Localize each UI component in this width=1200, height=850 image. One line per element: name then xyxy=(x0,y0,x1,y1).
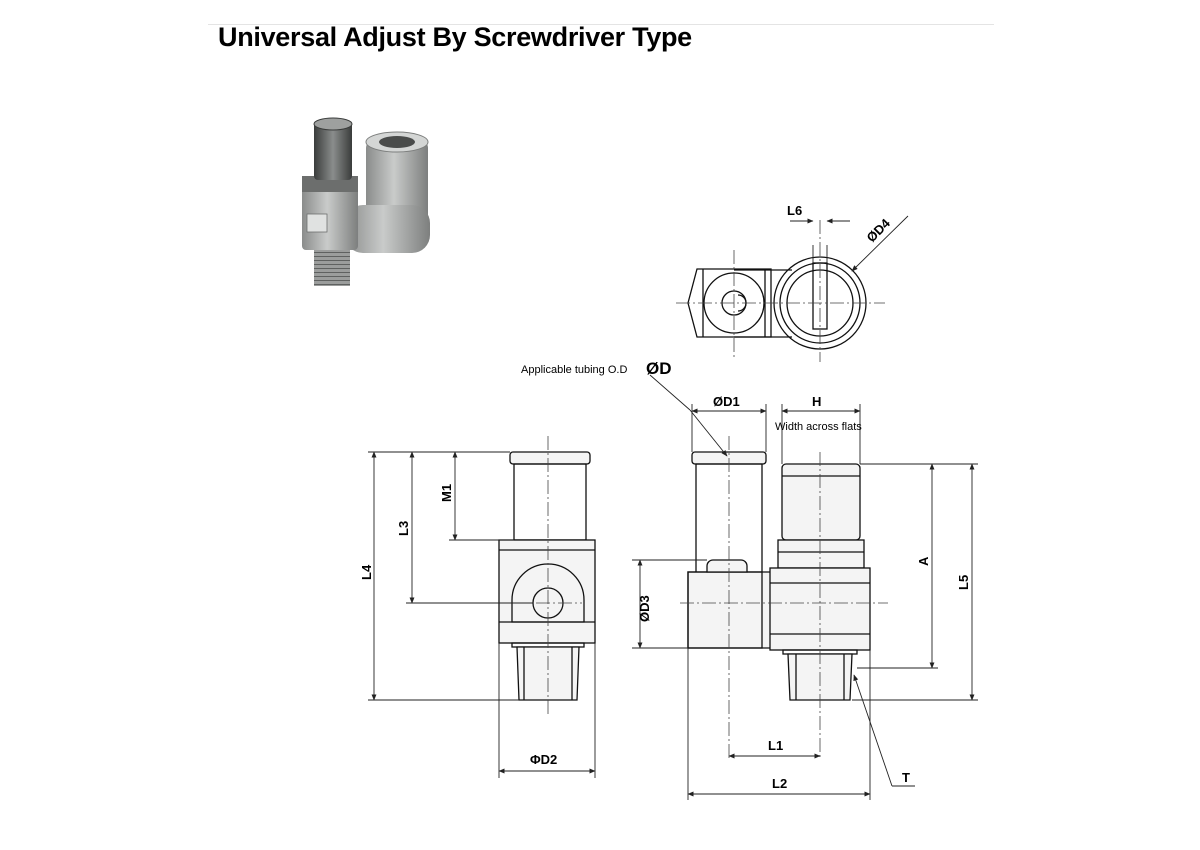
label-d1: ØD1 xyxy=(713,394,740,409)
front-view-dimensions xyxy=(368,451,596,778)
label-l5: L5 xyxy=(956,575,971,590)
label-l2: L2 xyxy=(772,776,787,791)
top-rule xyxy=(208,24,994,25)
label-d4: ØD4 xyxy=(864,215,894,245)
front-view xyxy=(498,436,596,714)
label-tubing-note: Applicable tubing O.D xyxy=(521,364,627,376)
product-photo xyxy=(302,117,430,286)
label-l6: L6 xyxy=(787,203,802,218)
label-m1: M1 xyxy=(439,484,454,502)
label-flats-note: Width across flats xyxy=(775,421,862,433)
side-view xyxy=(680,436,888,760)
label-t: T xyxy=(902,770,910,785)
label-h: H xyxy=(812,394,821,409)
label-d2: ΦD2 xyxy=(530,752,557,767)
label-d: ØD xyxy=(646,359,672,378)
label-l3: L3 xyxy=(396,521,411,536)
top-view xyxy=(676,215,909,362)
label-l4: L4 xyxy=(359,564,374,580)
label-a: A xyxy=(916,556,931,566)
label-d3: ØD3 xyxy=(637,595,652,622)
page-title: Universal Adjust By Screwdriver Type xyxy=(218,22,692,52)
side-view-dimensions xyxy=(632,374,978,800)
label-l1: L1 xyxy=(768,738,783,753)
